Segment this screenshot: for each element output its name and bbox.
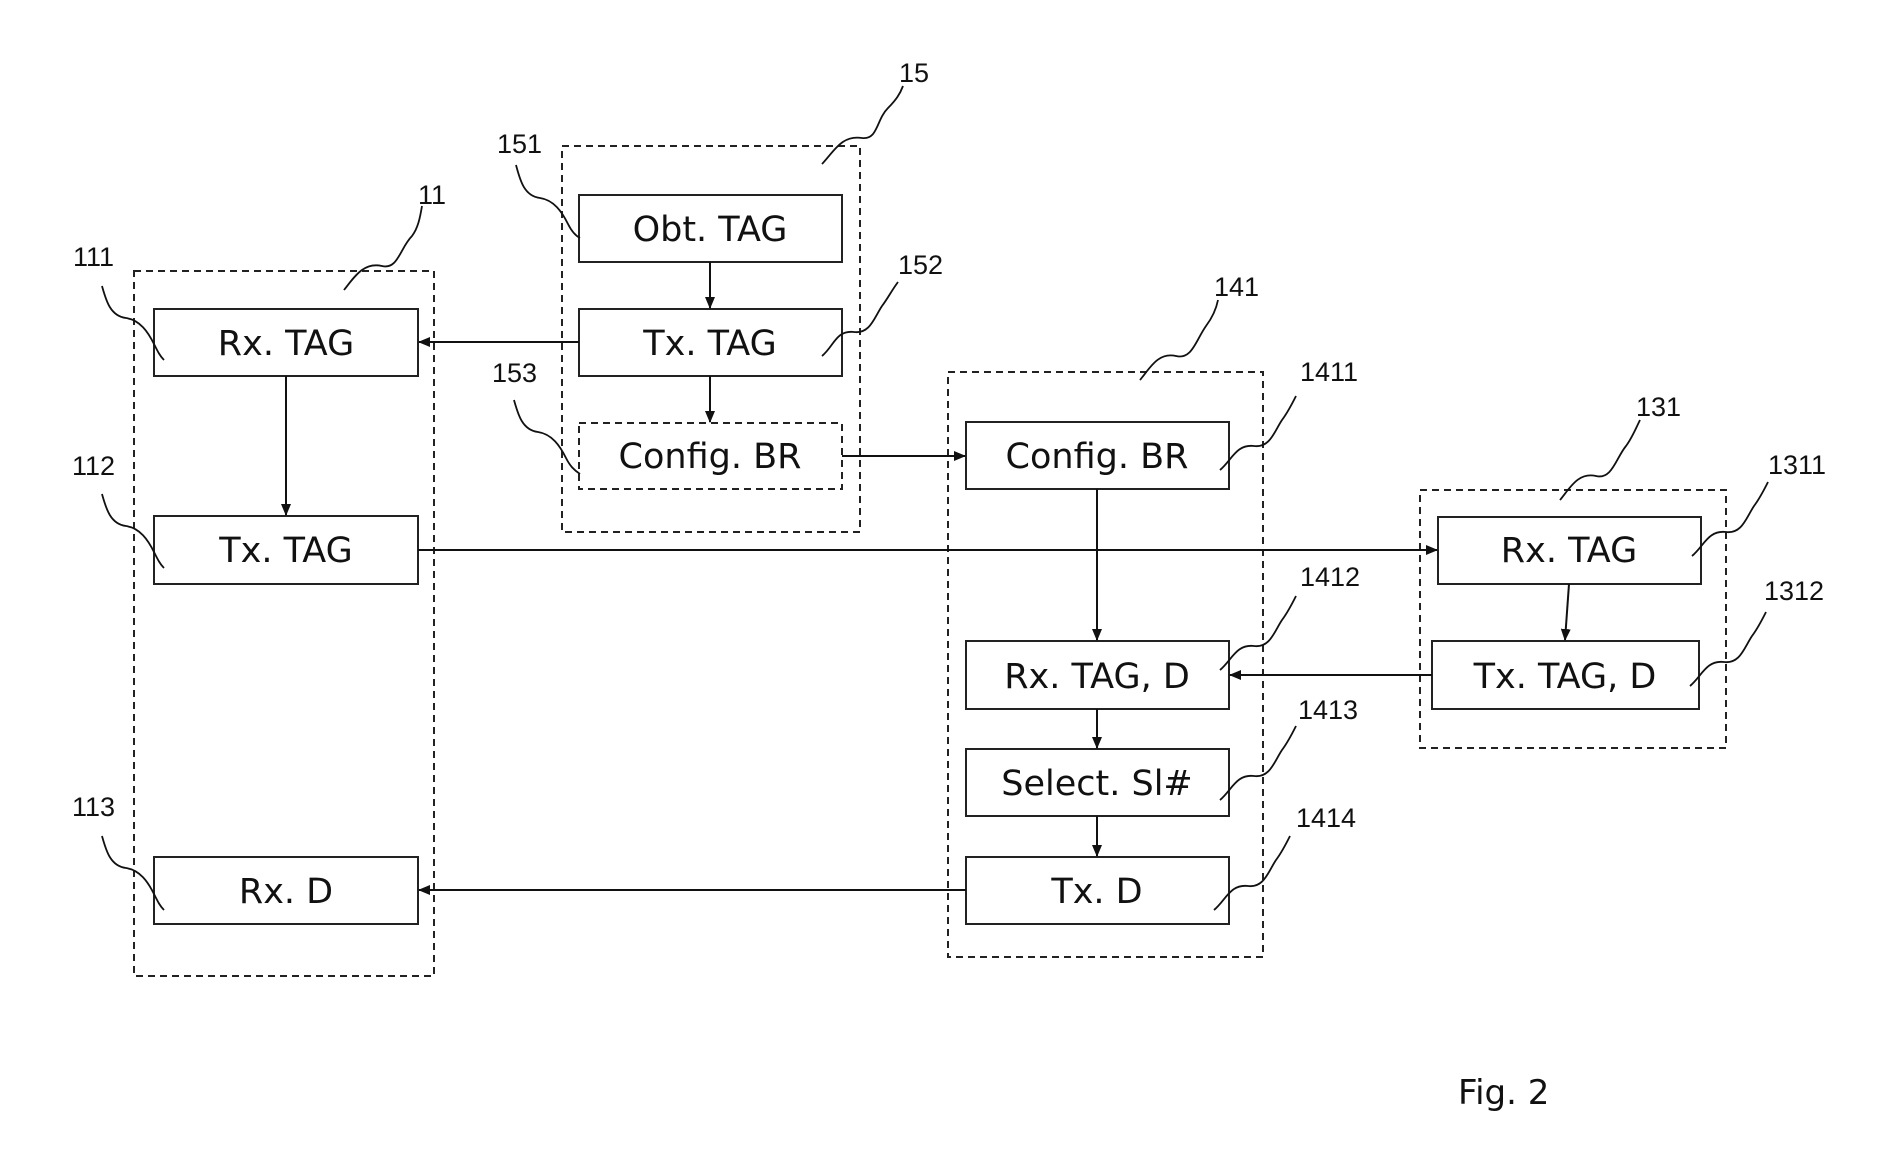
leader-1414 [1213, 835, 1291, 911]
label-1311: Rx. TAG [1501, 531, 1637, 571]
label-152: Tx. TAG [642, 324, 776, 364]
ref-1311: 1311 [1768, 450, 1826, 480]
leader-1411 [1219, 395, 1297, 471]
ref-152: 152 [898, 250, 943, 280]
ref-1414: 1414 [1296, 803, 1356, 833]
box-152 [578, 308, 843, 377]
ref-1412: 1412 [1300, 562, 1360, 592]
leader-153 [513, 399, 581, 475]
ref-113: 113 [72, 792, 115, 822]
label-153: Config. BR [619, 437, 802, 477]
ref-151: 151 [497, 129, 542, 159]
ref-141: 141 [1214, 272, 1259, 302]
box-153 [578, 422, 843, 490]
box-151 [578, 194, 843, 263]
label-151: Obt. TAG [633, 210, 788, 250]
leader-1413 [1219, 725, 1297, 801]
label-1412: Rx. TAG, D [1004, 657, 1190, 697]
label-1312: Tx. TAG, D [1473, 657, 1657, 697]
leader-151 [515, 164, 581, 239]
leader-113 [101, 835, 165, 911]
leader-152 [821, 281, 899, 357]
ref-111: 111 [73, 242, 114, 272]
leader-141 [1139, 299, 1219, 381]
ref-131: 131 [1636, 392, 1681, 422]
ref-1411: 1411 [1300, 357, 1358, 387]
ref-11: 11 [418, 180, 446, 210]
box-111 [153, 308, 419, 377]
arrow-1311-to-1312 [1560, 583, 1571, 641]
label-1414: Tx. D [1050, 872, 1142, 912]
label-1413: Select. Sl# [1001, 764, 1193, 804]
ref-15: 15 [899, 58, 929, 88]
ref-1413: 1413 [1298, 695, 1358, 725]
figure-label: Fig. 2 [1458, 1073, 1549, 1113]
leader-112 [101, 493, 165, 569]
box-1411 [965, 421, 1230, 490]
box-1311 [1437, 516, 1702, 585]
box-113 [153, 856, 419, 925]
box-1413 [965, 748, 1230, 817]
label-1411: Config. BR [1006, 437, 1189, 477]
group-11 [133, 270, 435, 977]
ref-1312: 1312 [1764, 576, 1824, 606]
group-131 [1419, 489, 1727, 749]
leader-15 [821, 85, 904, 165]
box-112 [153, 515, 419, 585]
ref-112: 112 [72, 451, 115, 481]
leader-1311 [1691, 481, 1769, 557]
group-15 [561, 145, 861, 533]
leader-11 [343, 205, 423, 291]
label-112: Tx. TAG [218, 531, 352, 571]
leader-111 [101, 285, 165, 361]
box-1312 [1431, 640, 1700, 710]
group-141 [947, 371, 1264, 958]
ref-153: 153 [492, 358, 537, 388]
leader-1312 [1689, 611, 1767, 687]
label-113: Rx. D [239, 872, 333, 912]
leader-1412 [1219, 595, 1297, 671]
leader-131 [1559, 419, 1641, 501]
label-111: Rx. TAG [218, 324, 354, 364]
